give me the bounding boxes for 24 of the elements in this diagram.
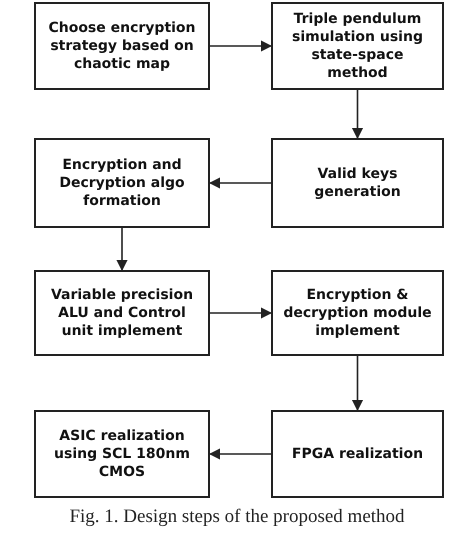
process-box [34, 410, 210, 498]
figure-caption: Fig. 1. Design steps of the proposed method [68, 506, 406, 528]
process-box [34, 270, 210, 356]
arrow [210, 307, 272, 319]
process-box [34, 138, 210, 228]
arrow [116, 228, 128, 272]
step-text: Triple pendulum simulation using state-space method [291, 10, 424, 82]
step-text: ASIC realization using SCL 180nm CMOS [53, 426, 191, 482]
step-text: Choose encryption strategy based on chaotic map [47, 18, 197, 74]
process-box [34, 2, 210, 90]
step-text: FPGA realization [292, 444, 424, 464]
process-box [271, 270, 444, 356]
process-box [271, 410, 444, 498]
step-text: Encryption & decryption module implement [282, 286, 433, 340]
process-box [271, 138, 444, 228]
arrow [352, 356, 364, 412]
arrow [208, 448, 271, 460]
process-box [271, 2, 444, 90]
step-text: Variable precision ALU and Control unit implement [50, 286, 194, 340]
arrow [208, 177, 271, 189]
step-text: Valid keys generation [313, 164, 402, 202]
arrow [210, 40, 272, 52]
arrow [352, 90, 364, 140]
step-text: Encryption and Decryption algo formation [58, 156, 186, 210]
